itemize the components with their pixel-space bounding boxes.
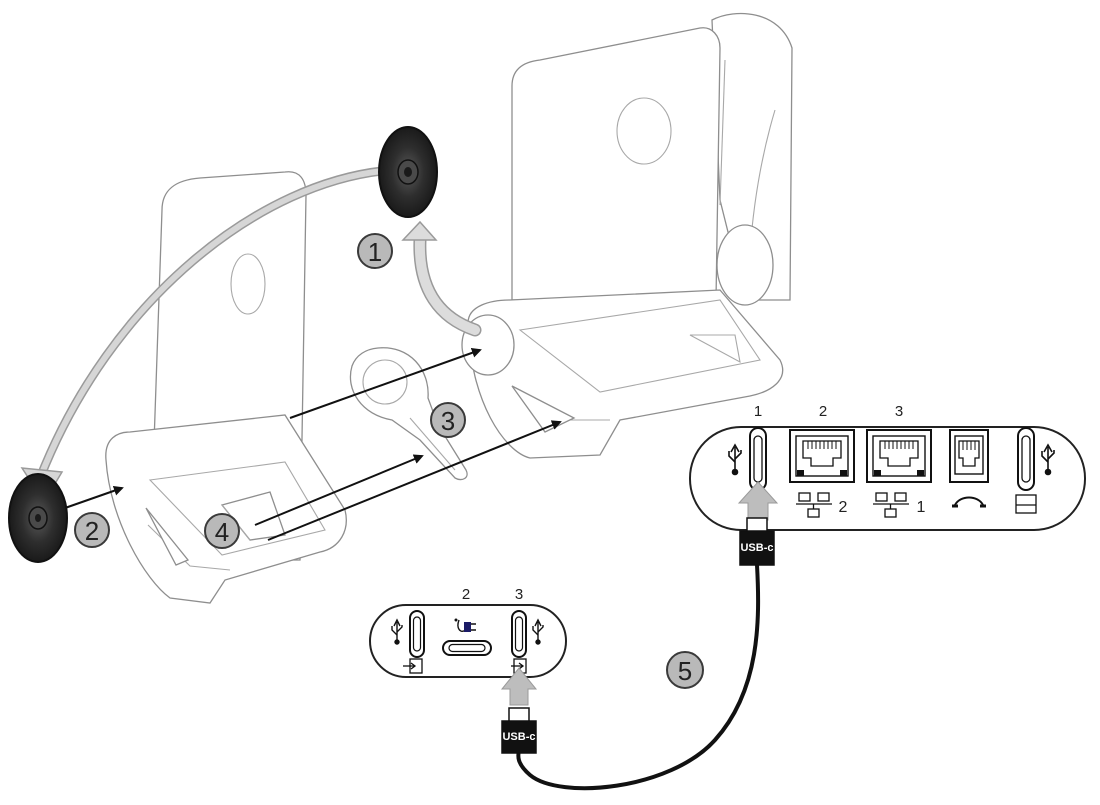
base-lan-suffix-2: 2 (839, 499, 848, 516)
device-port-number-2: 2 (462, 586, 470, 603)
handset-icon (954, 496, 984, 506)
input-icon (403, 658, 423, 674)
usb-icon (1041, 443, 1055, 476)
insert-arrow-base (737, 481, 779, 521)
device-connector-panel: 2 3 (369, 586, 567, 706)
base-usbc-port-1 (749, 427, 767, 491)
key-tool (349, 347, 468, 481)
stand-left-slot (145, 507, 190, 566)
usb-icon (532, 618, 544, 645)
device-usbc-port-3 (511, 610, 527, 658)
step-1-marker: 1 (357, 233, 393, 269)
device-usbc-port-1 (409, 610, 425, 658)
stand-right-plate (511, 27, 721, 301)
base-lan-port-3 (866, 429, 932, 483)
rubber-pad-left (8, 473, 68, 563)
stand-right-back-arm (711, 12, 793, 301)
step-2-number: 2 (85, 516, 99, 546)
base-lan-port-2 (789, 429, 855, 483)
step-3-number: 3 (441, 406, 455, 436)
pad-remove-arrow-head (401, 220, 438, 241)
arrow-pad-to-left-stand (64, 485, 124, 509)
step-5-number: 5 (678, 656, 692, 686)
network-icon (796, 492, 832, 518)
usbc-connector-top: USB-c (739, 517, 775, 566)
device-port-number-3: 3 (515, 586, 523, 603)
base-port-number-3: 3 (895, 403, 903, 420)
step-4-marker: 4 (204, 513, 240, 549)
base-lan-suffix-1: 1 (917, 499, 926, 516)
stand-right-hinge (716, 224, 774, 306)
pad-remove-arrow (401, 220, 482, 337)
assembly-arrows (64, 347, 562, 541)
usbc-label-bottom: USB-c (502, 731, 535, 743)
network-icon (873, 492, 909, 518)
step-5-marker: 5 (666, 651, 704, 689)
arrow-wedge-to-key (254, 454, 424, 526)
step-1-number: 1 (368, 237, 382, 267)
step-3-marker: 3 (430, 402, 466, 438)
usbc-connector-bottom: USB-c (501, 707, 537, 754)
stand-left-plate-circle (230, 253, 266, 315)
base-usbc-port-right (1017, 427, 1035, 491)
stand-right-plate-circle (616, 97, 672, 165)
device-icon (1015, 494, 1037, 514)
arrow-to-pad-recess (289, 347, 482, 419)
base-port-number-2: 2 (819, 403, 827, 420)
base-connector-panel: 1 2 3 (689, 403, 1086, 531)
base-port-number-1: 1 (754, 403, 762, 420)
step-4-number: 4 (215, 517, 229, 547)
handset-port (949, 429, 989, 483)
device-usbc-power-port (442, 640, 492, 656)
usbc-cable: USB-c USB-c (501, 517, 775, 791)
usb-icon (391, 618, 403, 645)
insert-arrow-device (500, 667, 538, 706)
usbc-label-top: USB-c (740, 542, 773, 554)
cable-line (516, 563, 761, 791)
step-2-marker: 2 (74, 512, 110, 548)
power-plug-icon (454, 618, 476, 632)
arrow-wedge-to-slot (267, 420, 562, 541)
stand-right (461, 12, 793, 459)
usb-icon (728, 443, 742, 476)
rubber-pad-top (378, 126, 438, 218)
key-tool-body (349, 347, 468, 481)
